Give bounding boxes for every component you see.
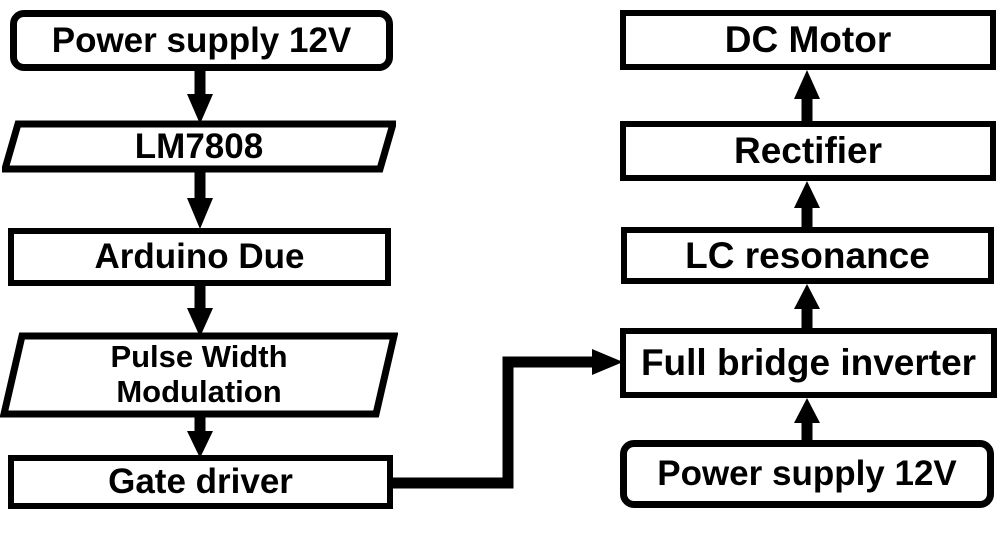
block-arduino-due[interactable]: Arduino Due [8, 228, 391, 286]
arrow-lc-resonance-to-rectifier [793, 179, 821, 230]
block-dc-motor[interactable]: DC Motor [620, 10, 996, 70]
block-power-supply-right[interactable]: Power supply 12V [620, 440, 994, 508]
arrow-power-supply-to-lm7808 [186, 66, 214, 126]
block-label: LC resonance [685, 234, 930, 276]
block-pulse-width-modulation[interactable]: Pulse Width Modulation [0, 332, 398, 418]
block-label: LM7808 [134, 126, 264, 166]
block-label: Power supply 12V [657, 454, 957, 494]
block-label: DC Motor [724, 19, 892, 61]
block-full-bridge-inverter[interactable]: Full bridge inverter [620, 328, 997, 398]
block-label: Full bridge inverter [640, 342, 977, 384]
arrow-rectifier-to-dc-motor [793, 68, 821, 124]
block-lc-resonance[interactable]: LC resonance [621, 227, 994, 284]
arrow-gate-driver-to-full-bridge-inverter [385, 348, 630, 496]
block-power-supply-left[interactable]: Power supply 12V [10, 10, 393, 71]
arrow-full-bridge-inverter-to-lc-resonance [793, 282, 821, 330]
block-rectifier[interactable]: Rectifier [620, 121, 996, 181]
parallelogram-shape [2, 120, 396, 173]
block-label: Power supply 12V [51, 20, 352, 60]
block-label: Gate driver [108, 462, 293, 502]
parallelogram-shape [0, 332, 398, 418]
arrow-arduino-due-to-pwm [186, 283, 214, 339]
block-label: Pulse Width Modulation [110, 339, 288, 409]
block-label: Arduino Due [94, 237, 305, 277]
block-lm7808[interactable]: LM7808 [2, 120, 396, 173]
arrow-lm7808-to-arduino-due [186, 168, 214, 231]
arrow-pwm-to-gate-driver [186, 412, 214, 460]
block-gate-driver[interactable]: Gate driver [8, 455, 393, 509]
arrow-power-supply-right-to-full-bridge-inverter [793, 396, 821, 444]
block-label: Rectifier [733, 130, 883, 172]
